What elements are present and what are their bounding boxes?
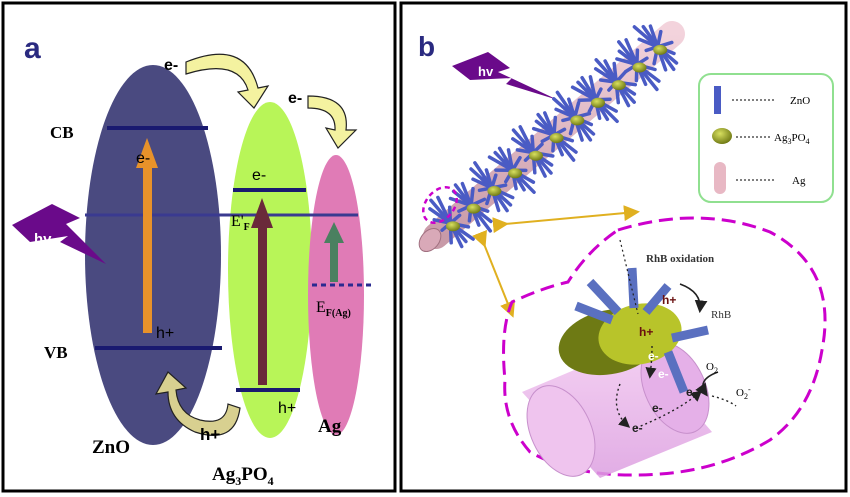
panel-a: a hv CB VB xyxy=(1,1,397,493)
e-label-zoom-5: e- xyxy=(652,401,663,415)
zno-spike xyxy=(448,196,473,208)
ag3po4-particle xyxy=(487,186,502,196)
vb-label: VB xyxy=(44,343,68,362)
e-label-zoom-6: e- xyxy=(632,421,643,435)
zno-spike xyxy=(572,100,581,120)
electron-path-1 xyxy=(645,345,657,379)
zno-spike xyxy=(515,148,536,155)
panel-a-label: a xyxy=(24,32,41,65)
legend-box xyxy=(698,73,834,203)
e-label-top: e- xyxy=(164,57,178,74)
zno-spike xyxy=(554,107,577,120)
panel-b-label: b xyxy=(418,31,435,62)
electron-path-3 xyxy=(635,390,703,429)
e-label-zoom-2: e- xyxy=(688,335,699,349)
legend-ag3po4-swatch xyxy=(712,128,732,144)
ag3po4-label: Ag3PO4 xyxy=(212,464,274,488)
legend-zno-swatch xyxy=(714,86,721,114)
zno-excitation-arrow xyxy=(136,138,158,333)
h-label-zoom-1: h+ xyxy=(662,293,676,307)
ag3po4-particle xyxy=(466,203,481,214)
zno-spike xyxy=(632,25,660,49)
ag3po4-particle xyxy=(549,133,564,143)
zno-spike xyxy=(615,57,639,67)
h-label-zoom-2: h+ xyxy=(639,325,653,339)
zoom-outline xyxy=(502,216,827,477)
zno-spike xyxy=(570,85,598,102)
ef-prime-label: E'F xyxy=(231,213,250,233)
zno-spike xyxy=(471,177,494,190)
e-label-zoom-1: e- xyxy=(648,349,659,363)
legend-zno-label: ZnO xyxy=(790,95,810,107)
zoom-connector-down xyxy=(472,229,515,318)
o2-arrow xyxy=(695,371,719,397)
hv-label-b: hv xyxy=(478,64,494,79)
nanorod xyxy=(418,21,685,253)
zno-spike xyxy=(617,40,639,67)
o2-radical-label: O2- xyxy=(736,385,751,401)
legend: ZnO Ag3PO4 Ag xyxy=(698,73,834,203)
ef-ag-label: EF(Ag) xyxy=(316,299,351,319)
ag3po4-disc xyxy=(558,303,682,376)
ag-excitation-arrow xyxy=(324,222,344,282)
ag3po4-excitation-arrow xyxy=(251,198,273,385)
zoom-connector-right xyxy=(492,205,640,234)
rhb-oxidation-label: RhB oxidation xyxy=(646,253,714,265)
e-label-zno: e- xyxy=(136,150,150,167)
electron-transfer-arrow-2 xyxy=(307,95,358,149)
e-label-ag3po4: e- xyxy=(252,167,266,184)
ag3po4-particle xyxy=(528,150,543,161)
ag3po4-particle xyxy=(591,97,605,108)
ag3po4-particle xyxy=(446,221,460,232)
cb-label: CB xyxy=(50,123,74,142)
zno-spike xyxy=(588,75,598,102)
hole-transfer-arrow xyxy=(154,371,241,436)
ag3po4-band xyxy=(228,102,312,438)
o2-label: O2 xyxy=(706,361,718,375)
ag3po4-particle xyxy=(632,62,647,73)
electron-transfer-arrow-1 xyxy=(185,53,270,109)
ag3po4-particle xyxy=(570,115,585,126)
zno-spikes-zoom xyxy=(574,267,709,394)
ag-label: Ag xyxy=(318,416,342,437)
ag3po4-particle xyxy=(508,168,523,179)
ag-band xyxy=(308,155,364,435)
panel-b: b hv ZnO Ag3PO4 Ag xyxy=(399,1,848,493)
zno-spike xyxy=(531,126,556,137)
rhb-label: RhB xyxy=(711,309,731,321)
ag3po4-particle xyxy=(653,44,668,55)
hv-lightning-icon-b xyxy=(452,52,558,100)
zno-band xyxy=(85,65,221,445)
h-label-zno: h+ xyxy=(156,325,174,342)
hv-label-a: hv xyxy=(34,231,52,248)
legend-ag-swatch xyxy=(714,162,726,194)
e-label-ag: e- xyxy=(288,90,302,107)
h-label-ag3po4: h+ xyxy=(278,400,296,417)
ag3po4-particle xyxy=(611,80,626,91)
zno-spike xyxy=(603,59,618,84)
e-label-zoom-4: e- xyxy=(686,385,697,399)
h-label-transfer: h+ xyxy=(200,425,220,444)
e-label-zoom-3: e- xyxy=(658,367,669,381)
hv-lightning-icon-a xyxy=(12,204,106,264)
zno-spike xyxy=(487,155,515,173)
rhb-arrow xyxy=(679,283,708,314)
zno-label: ZnO xyxy=(92,437,130,458)
legend-ag3po4-label: Ag3PO4 xyxy=(774,132,810,146)
legend-ag-label: Ag xyxy=(792,175,806,187)
